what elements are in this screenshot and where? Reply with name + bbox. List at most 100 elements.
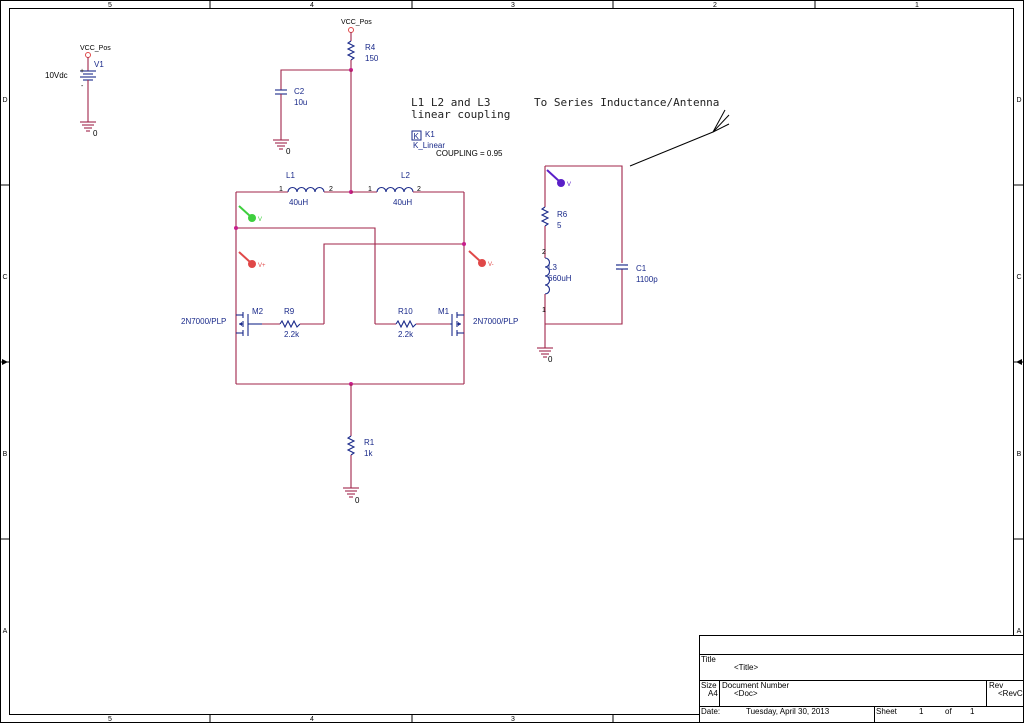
r4-name: R4 xyxy=(365,43,376,52)
col-label: 4 xyxy=(310,716,314,723)
r4-value: 150 xyxy=(365,54,379,63)
sheet-value: 1 xyxy=(919,707,924,716)
m2-name: M2 xyxy=(252,307,264,316)
voltage-probe-plus[interactable]: V+ xyxy=(238,251,266,269)
l3-value: 660uH xyxy=(548,274,572,283)
l2-name: L2 xyxy=(401,171,410,180)
m2-mosfet[interactable]: M2 2N7000/PLP xyxy=(181,307,264,336)
v1-source[interactable]: VCC_Pos + - V1 10Vdc xyxy=(45,45,111,122)
row-label: D xyxy=(2,97,7,104)
svg-text:1: 1 xyxy=(542,307,546,314)
docnum-label: Document Number xyxy=(722,681,789,690)
coupling-note: linear coupling xyxy=(411,108,510,121)
junction-dot xyxy=(234,226,238,230)
coupling-note: L1 L2 and L3 xyxy=(411,96,490,109)
r9-name: R9 xyxy=(284,307,295,316)
right-arrow-marker xyxy=(1016,359,1022,365)
l2-inductor[interactable]: L2 40uH 1 2 xyxy=(351,171,464,207)
antenna-note: To Series Inductance/Antenna xyxy=(534,96,719,109)
v1-name: V1 xyxy=(94,60,104,69)
date-label: Date: xyxy=(701,707,720,716)
probe-label: V xyxy=(258,217,262,223)
r6-name: R6 xyxy=(557,210,568,219)
size-label: Size xyxy=(701,681,717,690)
c1-name: C1 xyxy=(636,264,647,273)
r9-value: 2.2k xyxy=(284,330,300,339)
l1-name: L1 xyxy=(286,171,295,180)
k1-type: K_Linear xyxy=(413,141,445,150)
m1-part: 2N7000/PLP xyxy=(473,317,518,326)
c2-capacitor[interactable]: C2 10u xyxy=(275,69,351,140)
left-arrow-marker xyxy=(2,359,8,365)
row-label: D xyxy=(1016,97,1021,104)
ground-symbol: 0 xyxy=(343,487,360,505)
cap-gap xyxy=(619,265,625,269)
row-labels: D C B A D C B A xyxy=(2,97,1021,635)
title-label: Title xyxy=(701,655,716,664)
l3-inductor[interactable]: 2 1 L3 660uH xyxy=(542,249,572,348)
voltage-probe-blue[interactable]: V xyxy=(546,169,571,188)
col-label: 3 xyxy=(511,716,515,723)
wire xyxy=(323,243,464,324)
c2-value: 10u xyxy=(294,98,307,107)
power-port-icon xyxy=(348,27,354,33)
c1-value: 1100p xyxy=(636,275,658,284)
title-block: Title <Title> Size A4 Document Number <D… xyxy=(699,635,1024,723)
ground-symbol: 0 xyxy=(80,121,98,138)
date-value: Tuesday, April 30, 2013 xyxy=(746,707,830,716)
voltage-probe-green[interactable]: V xyxy=(238,205,262,223)
size-value: A4 xyxy=(708,689,718,698)
k1-name: K1 xyxy=(425,130,435,139)
svg-text:1: 1 xyxy=(368,186,372,193)
row-label: B xyxy=(3,451,8,458)
v1-net-label: VCC_Pos xyxy=(80,45,111,52)
vcc-net-label: VCC_Pos xyxy=(341,19,372,26)
m1-name: M1 xyxy=(438,307,450,316)
voltage-probe-minus[interactable]: V- xyxy=(468,250,494,268)
r4-resistor[interactable]: VCC_Pos R4 150 xyxy=(341,19,379,70)
k1-box-letter: K xyxy=(414,132,420,141)
l1-value: 40uH xyxy=(289,198,308,207)
l2-value: 40uH xyxy=(393,198,412,207)
probe-label: V- xyxy=(488,262,494,268)
col-label: 5 xyxy=(108,716,112,723)
row-label: B xyxy=(1017,451,1022,458)
r9-resistor[interactable]: R9 2.2k xyxy=(262,307,324,339)
row-label: A xyxy=(3,628,8,635)
ground-label: 0 xyxy=(286,147,291,156)
r1-name: R1 xyxy=(364,438,375,447)
antenna-icon xyxy=(712,109,730,133)
m1-mosfet[interactable]: M1 2N7000/PLP xyxy=(438,307,518,336)
ground-label: 0 xyxy=(355,496,360,505)
l3-name: L3 xyxy=(548,263,557,272)
r6-resistor[interactable]: R6 5 xyxy=(540,166,568,258)
of-value: 1 xyxy=(970,707,975,716)
svg-text:2: 2 xyxy=(329,186,333,193)
r6-value: 5 xyxy=(557,221,562,230)
r1-resistor[interactable]: R1 1k xyxy=(346,384,375,488)
ground-symbol: 0 xyxy=(273,139,291,156)
m2-part: 2N7000/PLP xyxy=(181,317,226,326)
svg-text:2: 2 xyxy=(417,186,421,193)
r10-resistor[interactable]: R10 2.2k xyxy=(375,307,450,339)
k1-coupling[interactable]: K K1 K_Linear COUPLING = 0.95 xyxy=(411,130,503,158)
probe-label: V xyxy=(567,182,571,188)
rev-label: Rev xyxy=(989,681,1003,690)
col-label: 3 xyxy=(511,2,515,9)
col-label: 4 xyxy=(310,2,314,9)
r1-value: 1k xyxy=(364,449,373,458)
docnum-value: <Doc> xyxy=(734,689,758,698)
col-label: 2 xyxy=(713,2,717,9)
svg-text:+: + xyxy=(80,68,84,75)
inner-border xyxy=(9,8,1014,715)
col-label: 1 xyxy=(915,2,919,9)
junction-dot xyxy=(462,242,466,246)
power-port-icon xyxy=(85,52,91,58)
l1-inductor[interactable]: L1 40uH 1 2 xyxy=(236,171,351,207)
col-label: 5 xyxy=(108,2,112,9)
ground-label: 0 xyxy=(93,129,98,138)
title-value: <Title> xyxy=(734,663,758,672)
